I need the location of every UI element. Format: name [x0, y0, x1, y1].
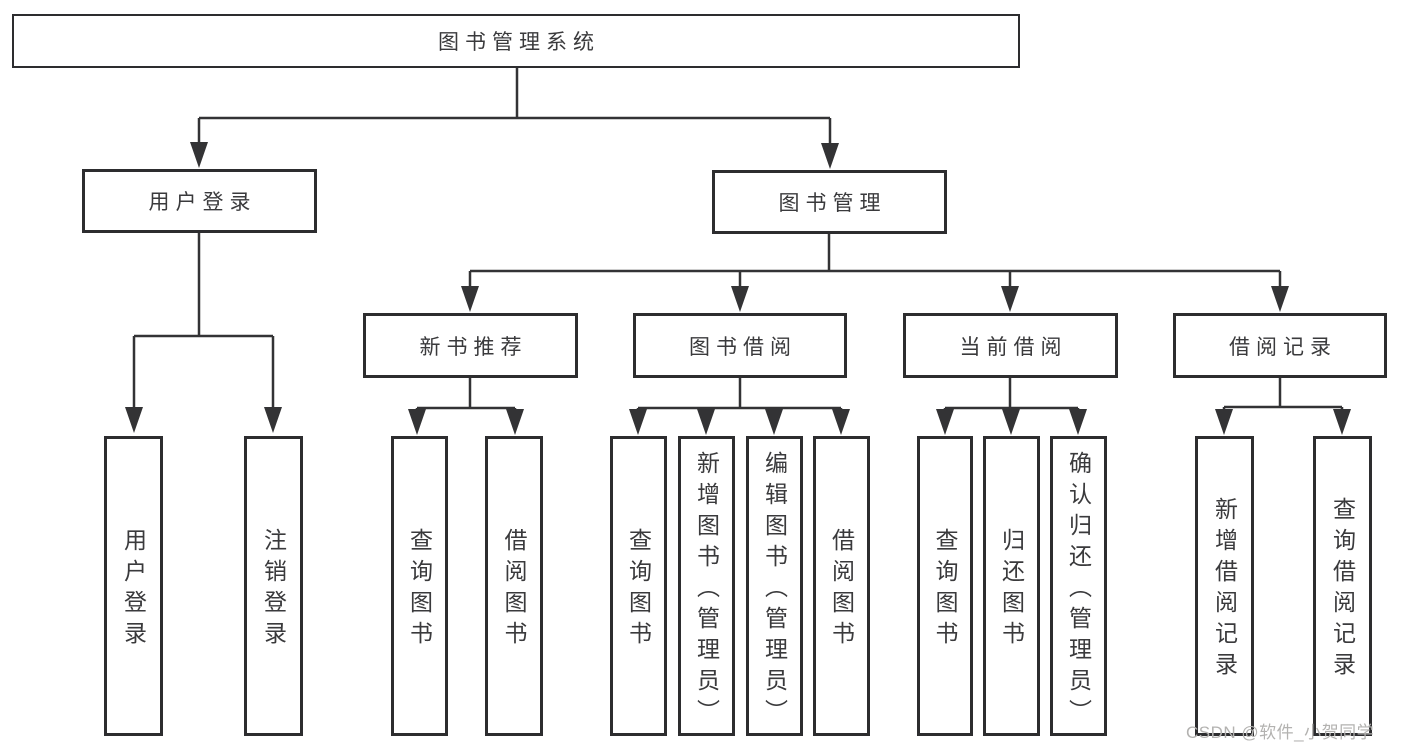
leaf-label: 用户登录 [120, 528, 147, 652]
node-label: 图书借阅 [689, 335, 797, 359]
leaf-label: 查询借阅记录 [1329, 497, 1356, 683]
node-label: 借阅记录 [1229, 335, 1337, 359]
leaf-label: 查询图书 [932, 528, 958, 652]
leaf-label: 新增图书（管理员） [693, 450, 720, 730]
arrowheads [125, 142, 1351, 435]
leaf-label: 查询图书 [625, 528, 652, 652]
leaf-borrowing-query-books: 查询图书 [610, 436, 667, 736]
node-label: 图书管理系统 [438, 31, 600, 54]
node-label: 新书推荐 [419, 335, 528, 359]
leaf-borrowing-edit-books-admin: 编辑图书（管理员） [746, 436, 803, 736]
leaf-label: 新增借阅记录 [1211, 497, 1238, 683]
node-new-book-recommendation: 新书推荐 [363, 313, 578, 378]
leaf-records-query-borrow-record: 查询借阅记录 [1313, 436, 1372, 736]
leaf-borrowing-borrow-books: 借阅图书 [813, 436, 870, 736]
leaf-current-query-books: 查询图书 [917, 436, 973, 736]
node-library-management-system: 图书管理系统 [12, 14, 1020, 68]
leaf-logout: 注销登录 [244, 436, 303, 736]
leaf-user-login: 用户登录 [104, 436, 163, 736]
node-book-management: 图书管理 [712, 170, 947, 234]
leaf-newbook-query-books: 查询图书 [391, 436, 448, 736]
leaf-label: 确认归还（管理员） [1065, 450, 1092, 730]
connector-paths [132, 68, 1344, 414]
leaf-records-add-borrow-record: 新增借阅记录 [1195, 436, 1254, 736]
leaf-label: 编辑图书（管理员） [761, 450, 788, 730]
leaf-label: 借阅图书 [501, 528, 527, 652]
csdn-watermark: CSDN @软件_小贺同学 [1186, 723, 1375, 742]
leaf-label: 查询图书 [406, 528, 433, 652]
leaf-newbook-borrow-books: 借阅图书 [485, 436, 543, 736]
leaf-label: 借阅图书 [828, 528, 855, 652]
node-borrowing-records: 借阅记录 [1173, 313, 1387, 378]
node-book-borrowing: 图书借阅 [633, 313, 847, 378]
node-current-borrowing: 当前借阅 [903, 313, 1118, 378]
node-label: 用户登录 [148, 191, 257, 214]
leaf-current-confirm-return-admin: 确认归还（管理员） [1050, 436, 1107, 736]
node-label: 当前借阅 [959, 335, 1068, 359]
leaf-label: 注销登录 [260, 528, 287, 652]
node-user-login: 用户登录 [82, 169, 317, 233]
leaf-current-return-books: 归还图书 [983, 436, 1040, 736]
node-label: 图书管理 [778, 192, 887, 215]
leaf-borrowing-add-books-admin: 新增图书（管理员） [678, 436, 735, 736]
leaf-label: 归还图书 [998, 528, 1025, 652]
